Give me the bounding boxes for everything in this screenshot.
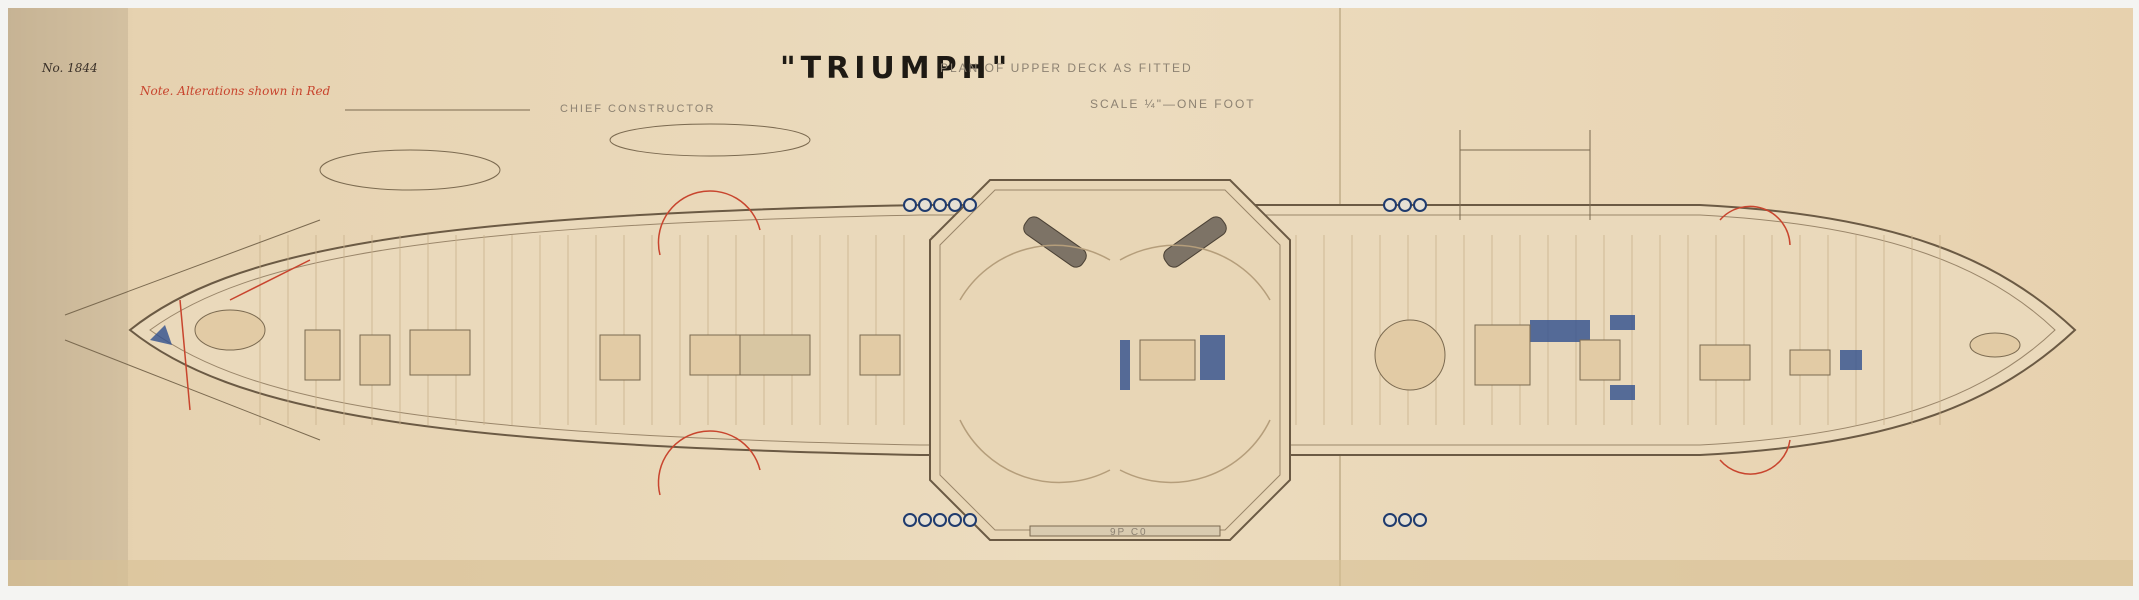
scuttle-icon	[1398, 198, 1412, 212]
scuttle-icon	[1413, 513, 1427, 527]
scuttle-icon	[948, 198, 962, 212]
arcs-of-fire	[959, 244, 1271, 484]
battery-label-box	[1029, 525, 1221, 537]
scuttle-icon	[918, 513, 932, 527]
scuttle-icon	[903, 198, 917, 212]
paper-bottom-stain	[8, 560, 2133, 586]
cabin-blocks	[194, 309, 1196, 386]
scuttle-icon	[933, 513, 947, 527]
ship-name-title: "TRIUMPH"	[780, 51, 1012, 86]
scuttle-icon	[963, 198, 977, 212]
red-alterations	[179, 190, 1791, 496]
blue-wash-compartments	[150, 315, 1862, 400]
red-note: Note. Alterations shown in Red	[139, 84, 331, 98]
citadel-inner	[939, 189, 1281, 531]
battery-label: 9P C0	[1110, 527, 1148, 538]
central-citadel	[929, 179, 1291, 541]
drawing-subtitle: PLAN OF UPPER DECK AS FITTED	[940, 61, 1193, 75]
scuttle-icon	[948, 513, 962, 527]
scuttle-icon	[1413, 198, 1427, 212]
paper-left-edge-stain	[8, 8, 128, 586]
boat-outlines	[64, 109, 1591, 441]
scuttle-icon	[903, 513, 917, 527]
scuttles	[903, 198, 1427, 527]
scuttle-icon	[1383, 198, 1397, 212]
drawing-scale: SCALE ¼"—ONE FOOT	[1090, 97, 1256, 111]
forward-compartments	[1374, 319, 2021, 391]
catalog-number: No. 1844	[41, 61, 98, 75]
hull-inner-line	[149, 214, 2056, 446]
scuttle-icon	[918, 198, 932, 212]
scuttle-icon	[1383, 513, 1397, 527]
scuttle-icon	[1398, 513, 1412, 527]
gun-port-forward	[1023, 216, 1227, 268]
scuttle-icon	[933, 198, 947, 212]
chief-constructor-label: CHIEF CONSTRUCTOR	[560, 103, 715, 115]
scuttle-icon	[963, 513, 977, 527]
